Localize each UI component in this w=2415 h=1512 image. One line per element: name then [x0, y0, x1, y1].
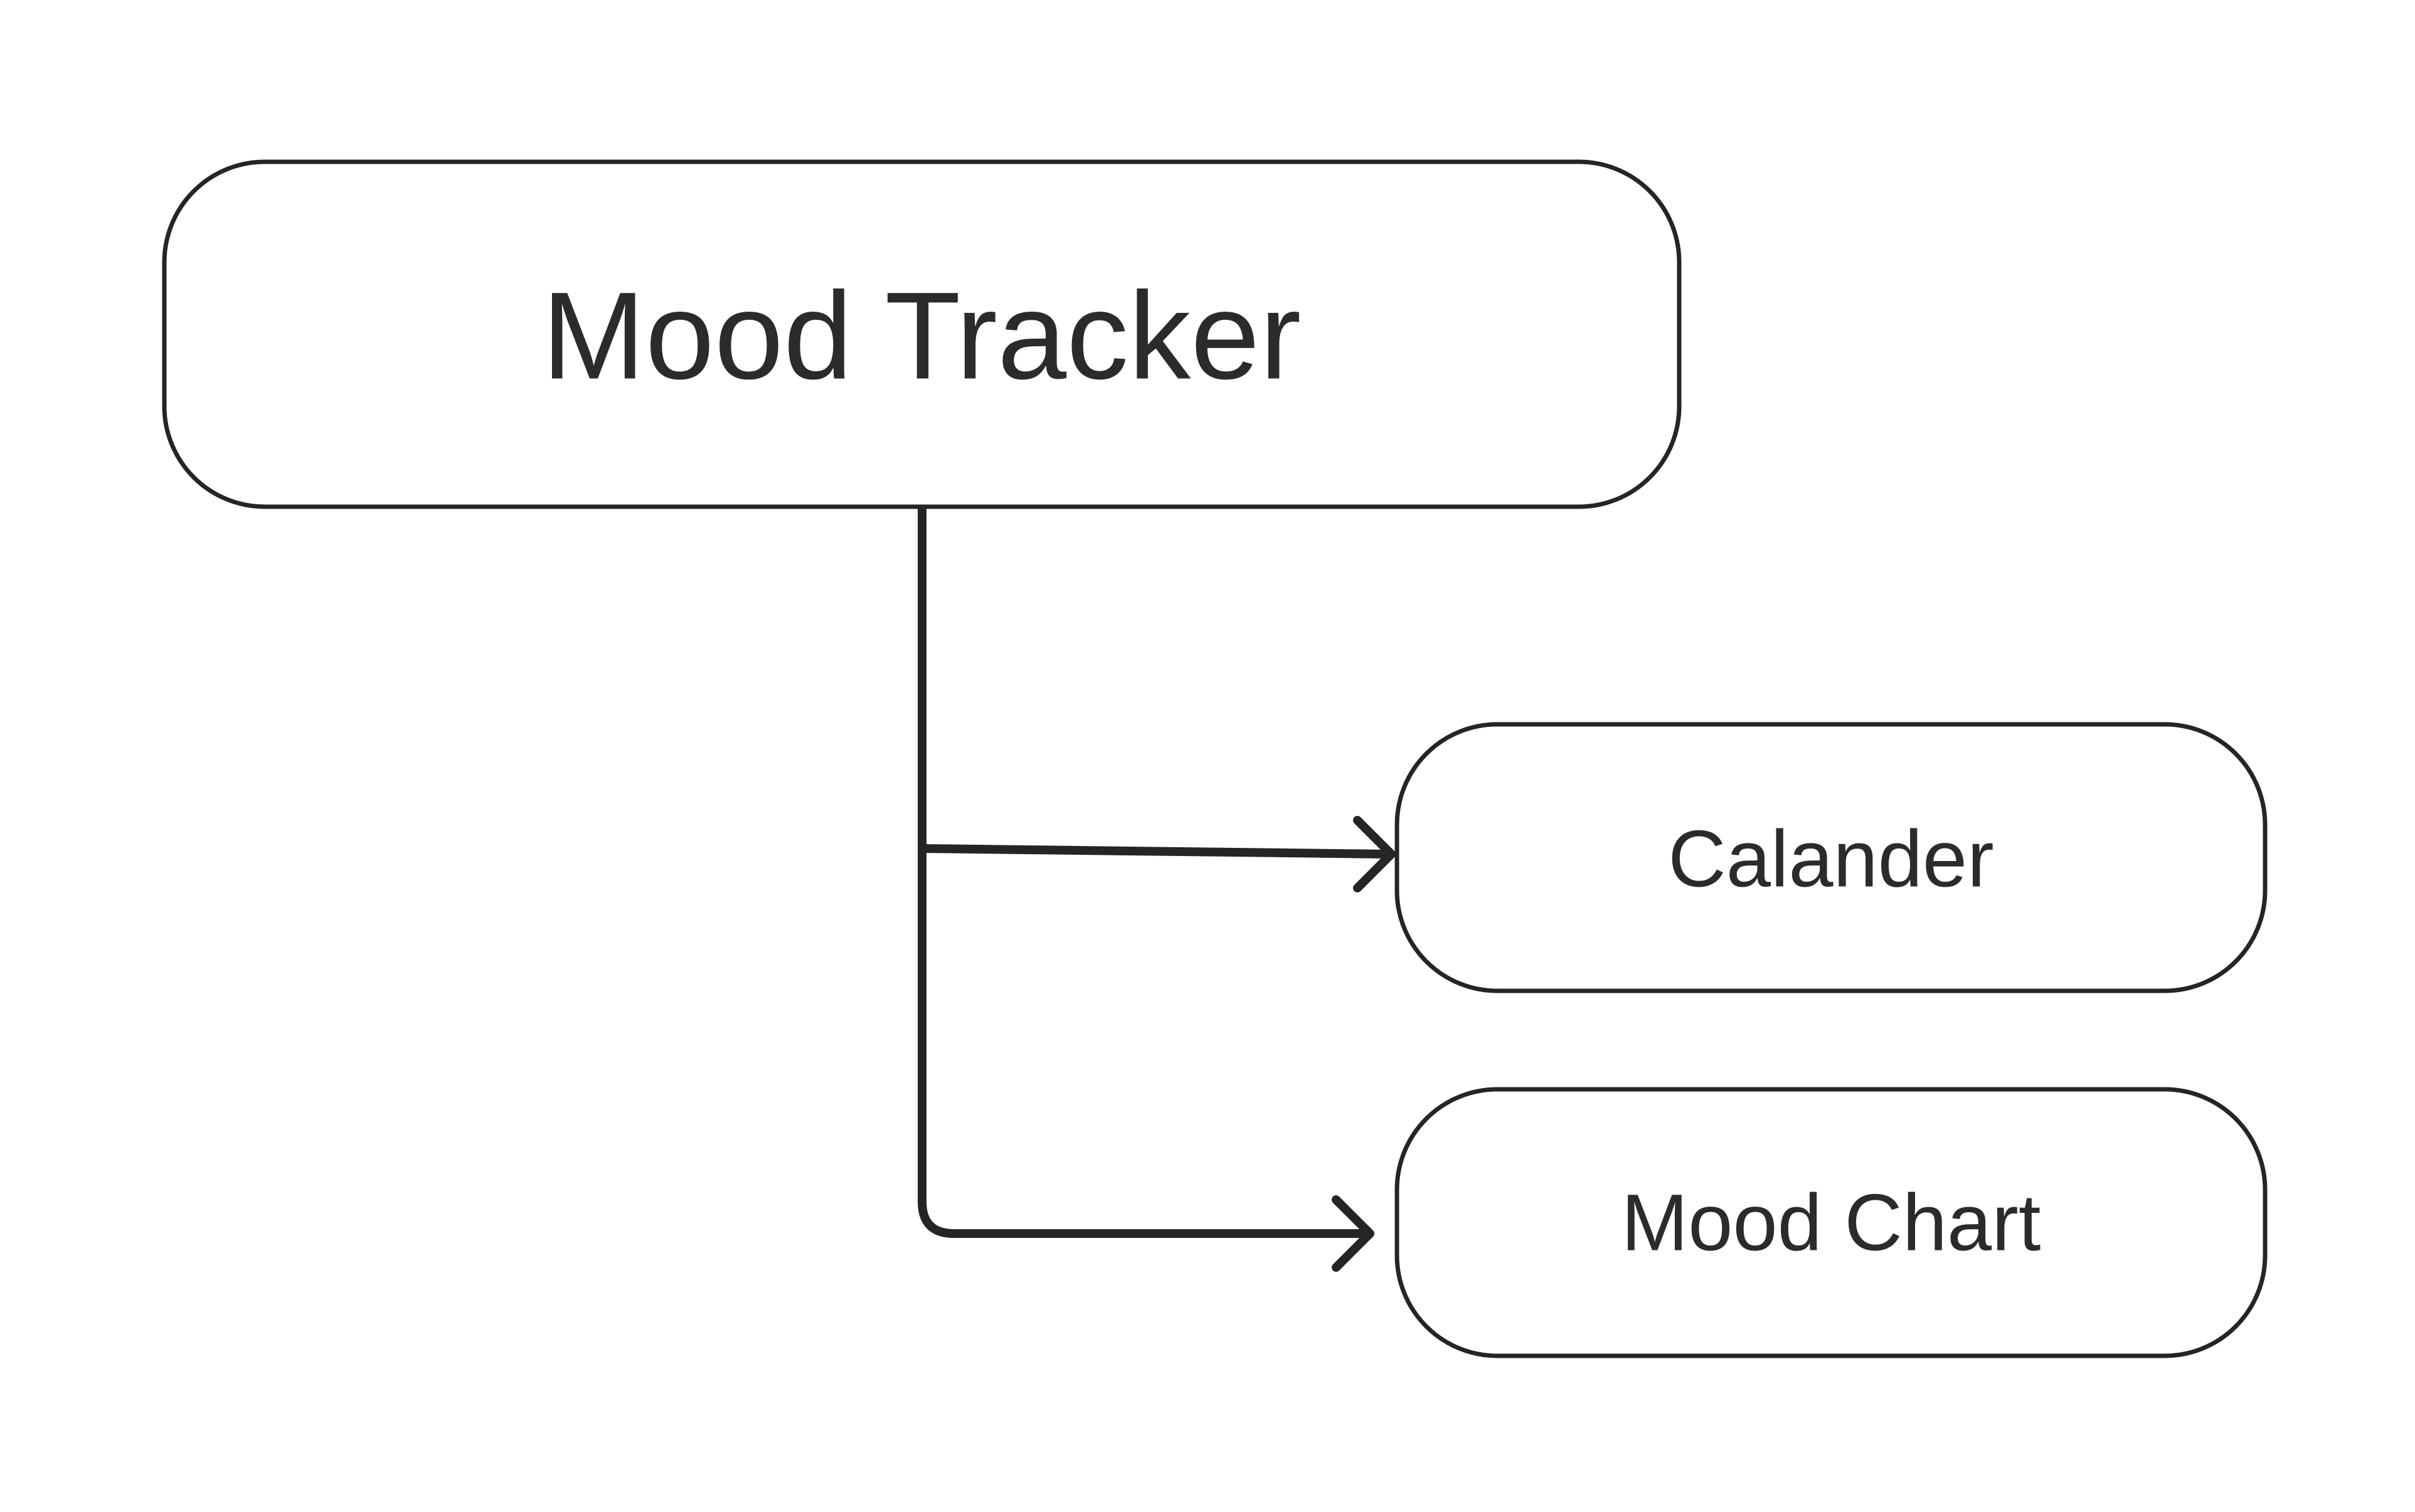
connector-branch-calander — [918, 844, 1394, 859]
node-mood-chart[interactable]: Mood Chart — [1394, 1087, 2268, 1358]
connector-trunk — [918, 507, 1371, 1238]
node-mood-tracker[interactable]: Mood Tracker — [162, 159, 1682, 509]
node-mood-chart-box — [1394, 1087, 2268, 1358]
node-calander-box — [1394, 722, 2268, 993]
node-calander[interactable]: Calander — [1394, 722, 2268, 993]
arrowhead-calander-icon — [1353, 816, 1396, 892]
node-calander-label: Calander — [1668, 815, 1993, 904]
node-mood-tracker-label: Mood Tracker — [542, 267, 1301, 405]
arrowhead-mood-chart-icon — [1332, 1195, 1374, 1272]
node-mood-chart-label: Mood Chart — [1622, 1178, 2041, 1268]
